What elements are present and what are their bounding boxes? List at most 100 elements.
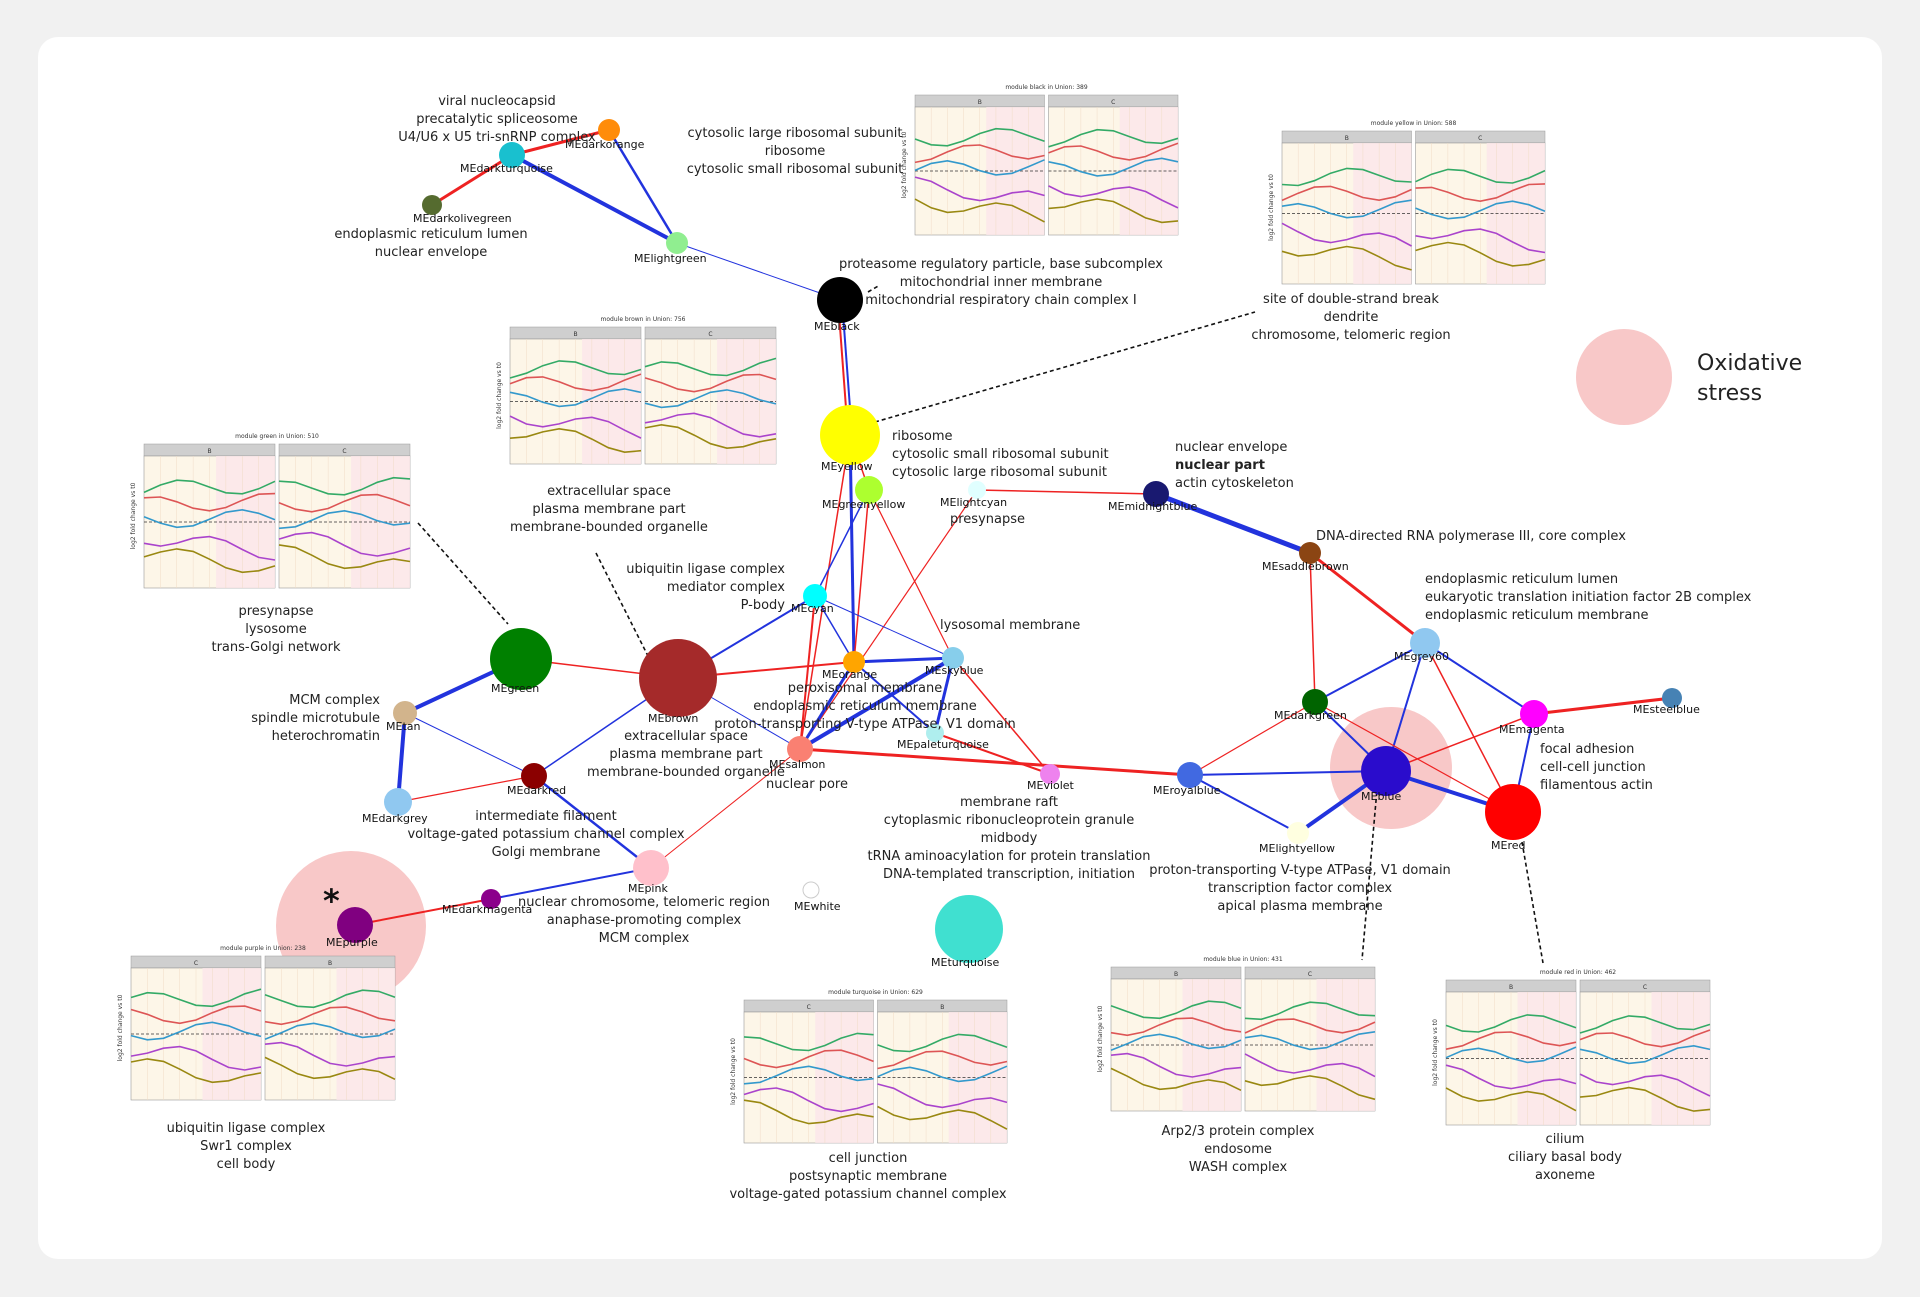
expression-line [509, 388, 642, 408]
node-label-MEskyblue: MEskyblue [925, 664, 984, 677]
node-label-MEviolet: MEviolet [1027, 779, 1075, 792]
node-label-MEpaleturquoise: MEpaleturquoise [897, 738, 989, 751]
expression-line [264, 1056, 396, 1081]
annotation-darkorange-line: ribosome [765, 144, 826, 159]
legend-swatch [1576, 329, 1672, 425]
expression-line [278, 493, 411, 513]
edge-MEblue-MEmagenta [1385, 713, 1535, 772]
node-label-MEsteelblue: MEsteelblue [1633, 703, 1700, 716]
node-label-MEyellow: MEyellow [821, 460, 873, 473]
node-label-MEmidnightblue: MEmidnightblue [1108, 500, 1198, 513]
node-MEsaddlebrown [1299, 542, 1321, 564]
edge-MElightgreen-MEblack [676, 242, 841, 301]
node-MEmidnightblue [1143, 481, 1169, 507]
annotation-turquoise-panel-line: voltage-gated potassium channel complex [729, 1187, 1006, 1202]
expression-line [1244, 1053, 1376, 1078]
expression-line [130, 1005, 262, 1025]
expression-line [1415, 183, 1546, 203]
edge-MEmagenta-MEsteelblue [1533, 696, 1673, 716]
node-MEbrown [639, 639, 717, 717]
annotation-yellow-panel-line: chromosome, telomeric region [1251, 328, 1450, 343]
expression-line [1415, 228, 1546, 254]
edge-MEcyan-MEorange [814, 595, 855, 663]
panel-ylabel: log2 fold change vs t0 [130, 482, 137, 549]
annotation-brown-line: extracellular space [624, 729, 748, 744]
annotation-midnightblue-line: actin cytoskeleton [1175, 476, 1294, 491]
node-label-MEroyalblue: MEroyalblue [1153, 784, 1221, 797]
edge-MEgreenyellow-MEskyblue [868, 489, 954, 659]
node-label-MEturquoise: MEturquoise [931, 956, 1000, 969]
expression-line [914, 127, 1045, 147]
expression-line [143, 548, 276, 574]
node-MEgrey60 [1410, 628, 1440, 658]
annotation-darkorange-line: cytosolic large ribosomal subunit [688, 126, 903, 141]
annotation-darkolivegreen-line: endoplasmic reticulum lumen [334, 227, 527, 242]
node-label-MEblue: MEblue [1361, 790, 1401, 803]
annotation-top-left-line: viral nucleocapsid [438, 94, 556, 109]
annotation-brown-panel-line: plasma membrane part [532, 502, 685, 517]
edge-MEgrey60-MEmagenta [1424, 642, 1535, 715]
expression-line [1110, 1017, 1242, 1037]
edge-MEdarkorange-MElightgreen [607, 129, 679, 244]
panel-ylabel: log2 fold change vs t0 [1268, 174, 1275, 241]
node-label-MEdarkmagenta: MEdarkmagenta [442, 903, 532, 916]
facet-label: C [1643, 984, 1647, 991]
annotation-pink-line: MCM complex [599, 931, 690, 946]
expression-line [644, 357, 777, 377]
annotation-darkred-line: Golgi membrane [492, 845, 601, 860]
annotation-brown-panel-line: membrane-bounded organelle [510, 520, 708, 535]
panel-title: module black in Union: 389 [1005, 84, 1088, 91]
node-label-MElightyellow: MElightyellow [1259, 842, 1335, 855]
annotation-orange-line: endoplasmic reticulum membrane [753, 699, 977, 714]
facet-label: B [978, 99, 982, 106]
edge-MEcyan-MEsalmon [799, 595, 816, 750]
node-MEsteelblue [1662, 688, 1682, 708]
node-MEdarkolivegreen [422, 195, 442, 215]
expression-line [264, 1006, 396, 1026]
edge-MEorange-MEpaleturquoise [853, 661, 936, 734]
node-MEwhite [802, 881, 820, 899]
node-label-MEorange: MEorange [822, 668, 877, 681]
node-MEroyalblue [1177, 762, 1203, 788]
node-labels: MEdarkturquoiseMEdarkorangeMEdarkolivegr… [326, 138, 1700, 969]
annotation-magenta-line: cell-cell junction [1540, 760, 1646, 775]
node-label-MEtan: MEtan [386, 720, 420, 733]
annotation-pink-line: anaphase-promoting complex [547, 913, 742, 928]
panel-ylabel: log2 fold change vs t0 [117, 994, 124, 1061]
leader-line [1361, 777, 1379, 961]
facet-label: C [1111, 99, 1115, 106]
expression-line [278, 531, 411, 557]
expression-line [877, 1050, 1008, 1070]
node-label-MEwhite: MEwhite [794, 900, 841, 913]
annotation-tan-line: heterochromatin [272, 729, 380, 744]
node-MElightyellow [1287, 822, 1309, 844]
annotation-midnightblue-line: nuclear envelope [1175, 440, 1287, 455]
expression-line [914, 159, 1045, 176]
node-MEsalmon [787, 736, 813, 762]
annotation-brown-line: plasma membrane part [609, 747, 762, 762]
annotation-saddlebrown-line: DNA-directed RNA polymerase III, core co… [1316, 529, 1626, 544]
expression-line [143, 492, 276, 512]
expression-line [1048, 198, 1179, 224]
node-MEpink [633, 850, 669, 886]
facet-label: B [1174, 971, 1178, 978]
expression-line [1445, 1046, 1577, 1064]
edge-MEpink-MEdarkmagenta [490, 867, 652, 900]
expression-line [278, 476, 411, 496]
expression-line [1445, 1031, 1577, 1050]
edge-MEdarkturquoise-MElightgreen [511, 153, 678, 245]
expression-line [1244, 1031, 1376, 1051]
annotation-orange-line: proton-transporting V-type ATPase, V1 do… [714, 717, 1016, 732]
network-nodes [337, 119, 1682, 963]
leader-line [867, 284, 881, 293]
node-MEyellow [820, 405, 880, 465]
node-MEdarkorange [598, 119, 620, 141]
annotation-darkred-line: intermediate filament [475, 809, 617, 824]
facet-label: B [328, 960, 332, 967]
panel-title: module turquoise in Union: 629 [828, 989, 923, 996]
expression-line [1579, 1086, 1711, 1112]
annotation-black-line: mitochondrial inner membrane [900, 275, 1103, 290]
expression-line [1110, 1067, 1242, 1092]
leader-line [874, 311, 1256, 423]
